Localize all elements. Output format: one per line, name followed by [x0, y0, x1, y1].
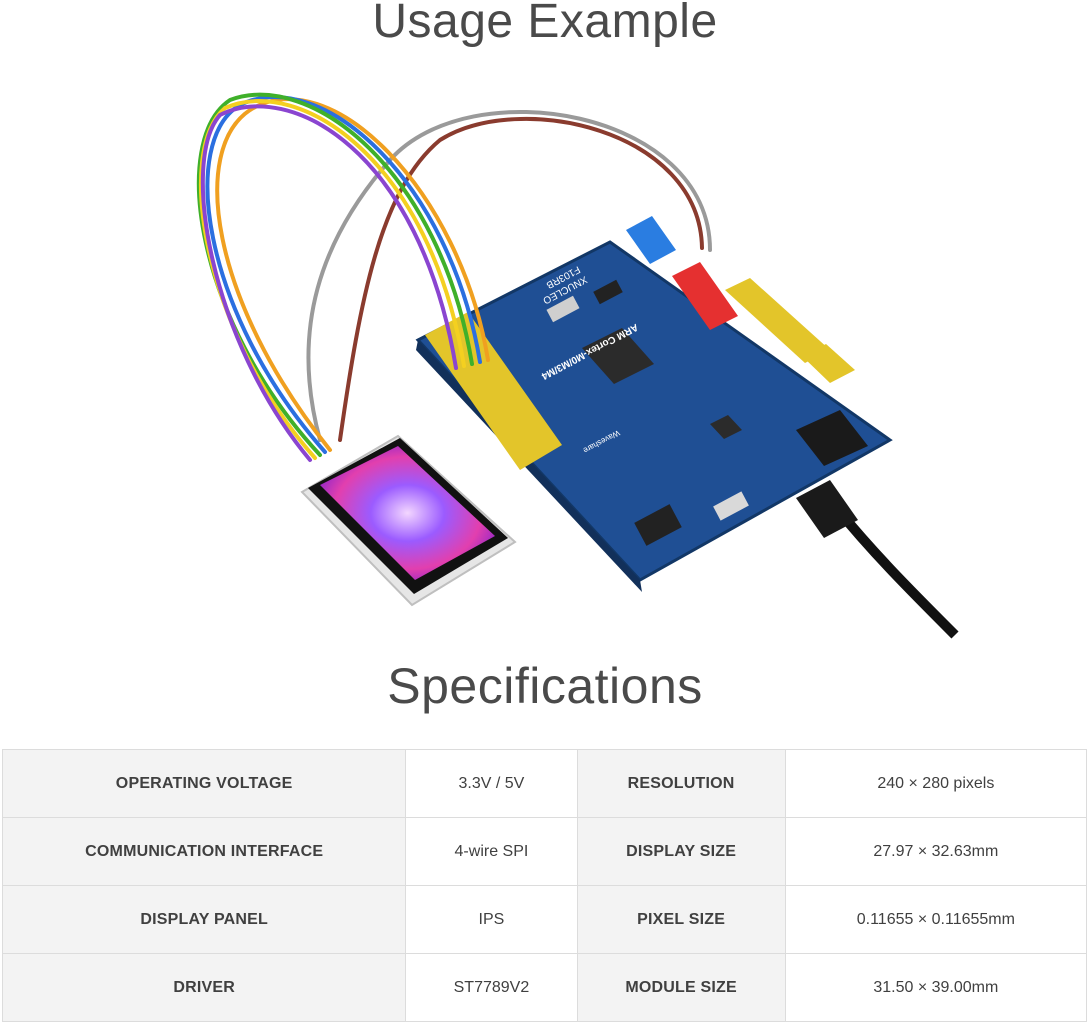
spec-value: ST7789V2 [405, 953, 578, 1022]
spec-value: 3.3V / 5V [405, 749, 578, 818]
lcd-module [300, 434, 517, 607]
dev-board: ARM Cortex-M0/M3/M4 XNUCLEO F103RB Waves… [415, 216, 893, 592]
spec-label: RESOLUTION [576, 749, 786, 818]
usage-example-heading: Usage Example [372, 0, 718, 48]
spec-label: DISPLAY SIZE [576, 817, 786, 886]
spec-value: 4-wire SPI [405, 817, 578, 886]
spec-row: COMMUNICATION INTERFACE 4-wire SPI DISPL… [1, 817, 1088, 886]
spec-row: DISPLAY PANEL IPS PIXEL SIZE 0.11655 × 0… [1, 885, 1088, 954]
spec-label: DISPLAY PANEL [1, 885, 407, 954]
specifications-heading: Specifications [387, 658, 703, 714]
spec-label: DRIVER [1, 953, 407, 1022]
spec-row: DRIVER ST7789V2 MODULE SIZE 31.50 × 39.0… [1, 953, 1088, 1022]
spec-label: OPERATING VOLTAGE [1, 749, 407, 818]
spec-value: 31.50 × 39.00mm [784, 953, 1088, 1022]
spec-row: OPERATING VOLTAGE 3.3V / 5V RESOLUTION 2… [1, 749, 1088, 818]
specifications-table: OPERATING VOLTAGE 3.3V / 5V RESOLUTION 2… [1, 749, 1088, 1022]
lcd-module-wired-to-dev-board-photo: ARM Cortex-M0/M3/M4 XNUCLEO F103RB Waves… [196, 92, 959, 639]
spec-label: PIXEL SIZE [576, 885, 786, 954]
jumper-wires [196, 92, 712, 462]
spec-value: 0.11655 × 0.11655mm [784, 885, 1088, 954]
usb-cable [796, 480, 959, 639]
spec-label: COMMUNICATION INTERFACE [1, 817, 407, 886]
spec-label: MODULE SIZE [576, 953, 786, 1022]
spec-value: 27.97 × 32.63mm [784, 817, 1088, 886]
spec-value: 240 × 280 pixels [784, 749, 1088, 818]
spec-value: IPS [405, 885, 578, 954]
